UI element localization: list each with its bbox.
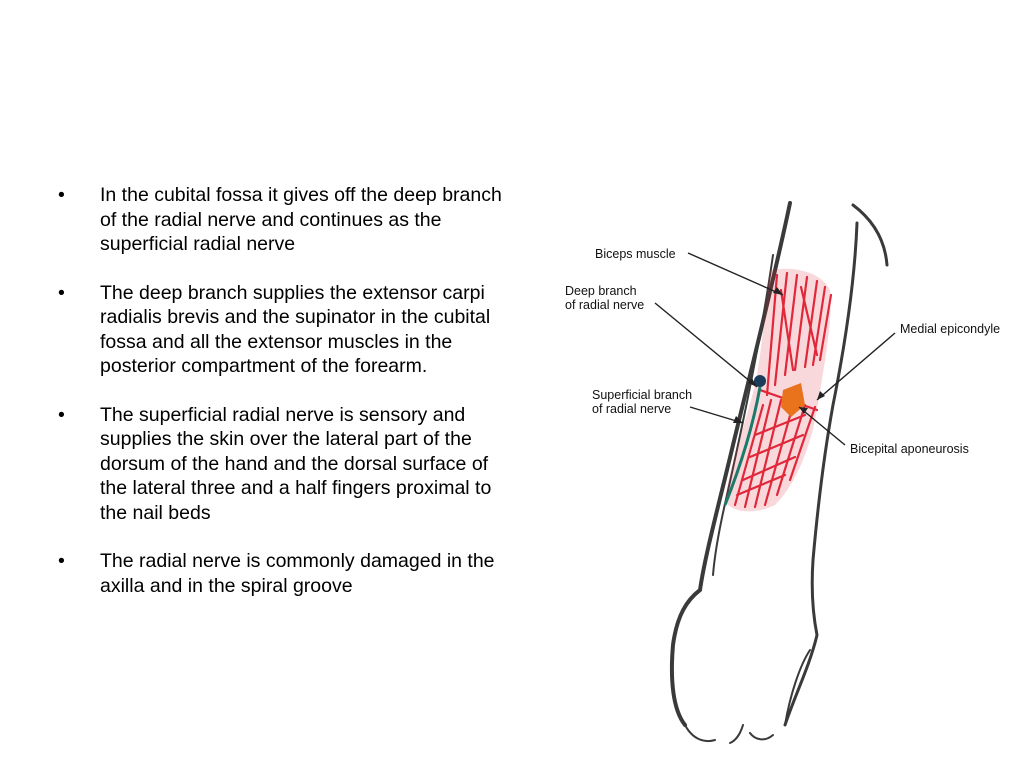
label-deep-branch-1: Deep branch [565,284,637,298]
muscle-fiber [753,398,783,509]
muscle-fiber [748,433,805,459]
label-medial-epicondyle: Medial epicondyle [900,322,1000,336]
bullet-text: The deep branch supplies the extensor ca… [100,281,491,378]
bicipital-aponeurosis [781,383,805,417]
muscle-fiber [818,293,833,362]
label-superficial-branch-1: Superficial branch [592,388,692,402]
arrowhead [748,378,757,387]
muscle-fiber [811,285,827,367]
leader-line-medial-epicondyle [816,332,896,401]
bullet-icon: • [58,403,65,426]
bullet-icon: • [58,184,65,206]
bullet-item: • In the cubital fossa it gives off the … [58,183,518,257]
bullet-text: In the cubital fossa it gives off the de… [100,184,502,255]
muscle-region [725,268,831,512]
muscle-fiber [793,275,809,372]
bullet-icon: • [58,281,65,304]
bullet-text: The radial nerve is commonly damaged in … [100,550,495,597]
bullet-list: • In the cubital fossa it gives off the … [58,183,518,622]
superficial-branch-nerve [723,386,762,506]
arrowhead [773,287,783,295]
arrowhead [733,416,743,423]
muscle-fiber [783,273,799,377]
muscle-fiber [735,473,787,497]
arm-outline-inner-lateral [712,254,774,576]
muscle-fiber [773,271,789,387]
muscle-fiber [803,279,819,369]
muscle-fiber [753,413,807,437]
leader-line-biceps [687,252,784,296]
muscle-fiber [799,285,819,357]
biceps-muscle [725,268,833,512]
arm-outline-medial [783,203,889,727]
label-superficial-branch-2: of radial nerve [592,402,671,416]
muscle-fiber [765,273,779,397]
label-deep-branch-2: of radial nerve [565,298,644,312]
muscle-fiber [741,455,797,482]
bullet-item: • The radial nerve is commonly damaged i… [58,549,518,598]
bullet-item: • The deep branch supplies the extensor … [58,281,518,379]
leader-line-deep-branch [654,302,758,388]
bullet-item: • The superficial radial nerve is sensor… [58,403,518,526]
leader-line-aponeurosis [798,406,846,446]
muscle-fiber [788,405,817,482]
arrowhead [817,391,825,400]
muscle-fiber [779,288,795,372]
hand-outline [684,649,811,744]
forearm-anatomy-figure: Biceps muscle Deep branch of radial nerv… [555,195,1024,745]
bullet-text: The superficial radial nerve is sensory … [100,403,492,524]
bullet-icon: • [58,550,65,572]
muscle-fiber [775,403,807,497]
label-biceps-muscle: Biceps muscle [595,247,676,261]
label-bicipital-aponeurosis: Bicepital aponeurosis [850,442,969,456]
forearm-diagram: Biceps muscle Deep branch of radial nerv… [565,201,1000,744]
deep-branch-nerve [754,375,766,387]
muscle-fiber [733,403,765,507]
arrowhead [799,407,808,414]
